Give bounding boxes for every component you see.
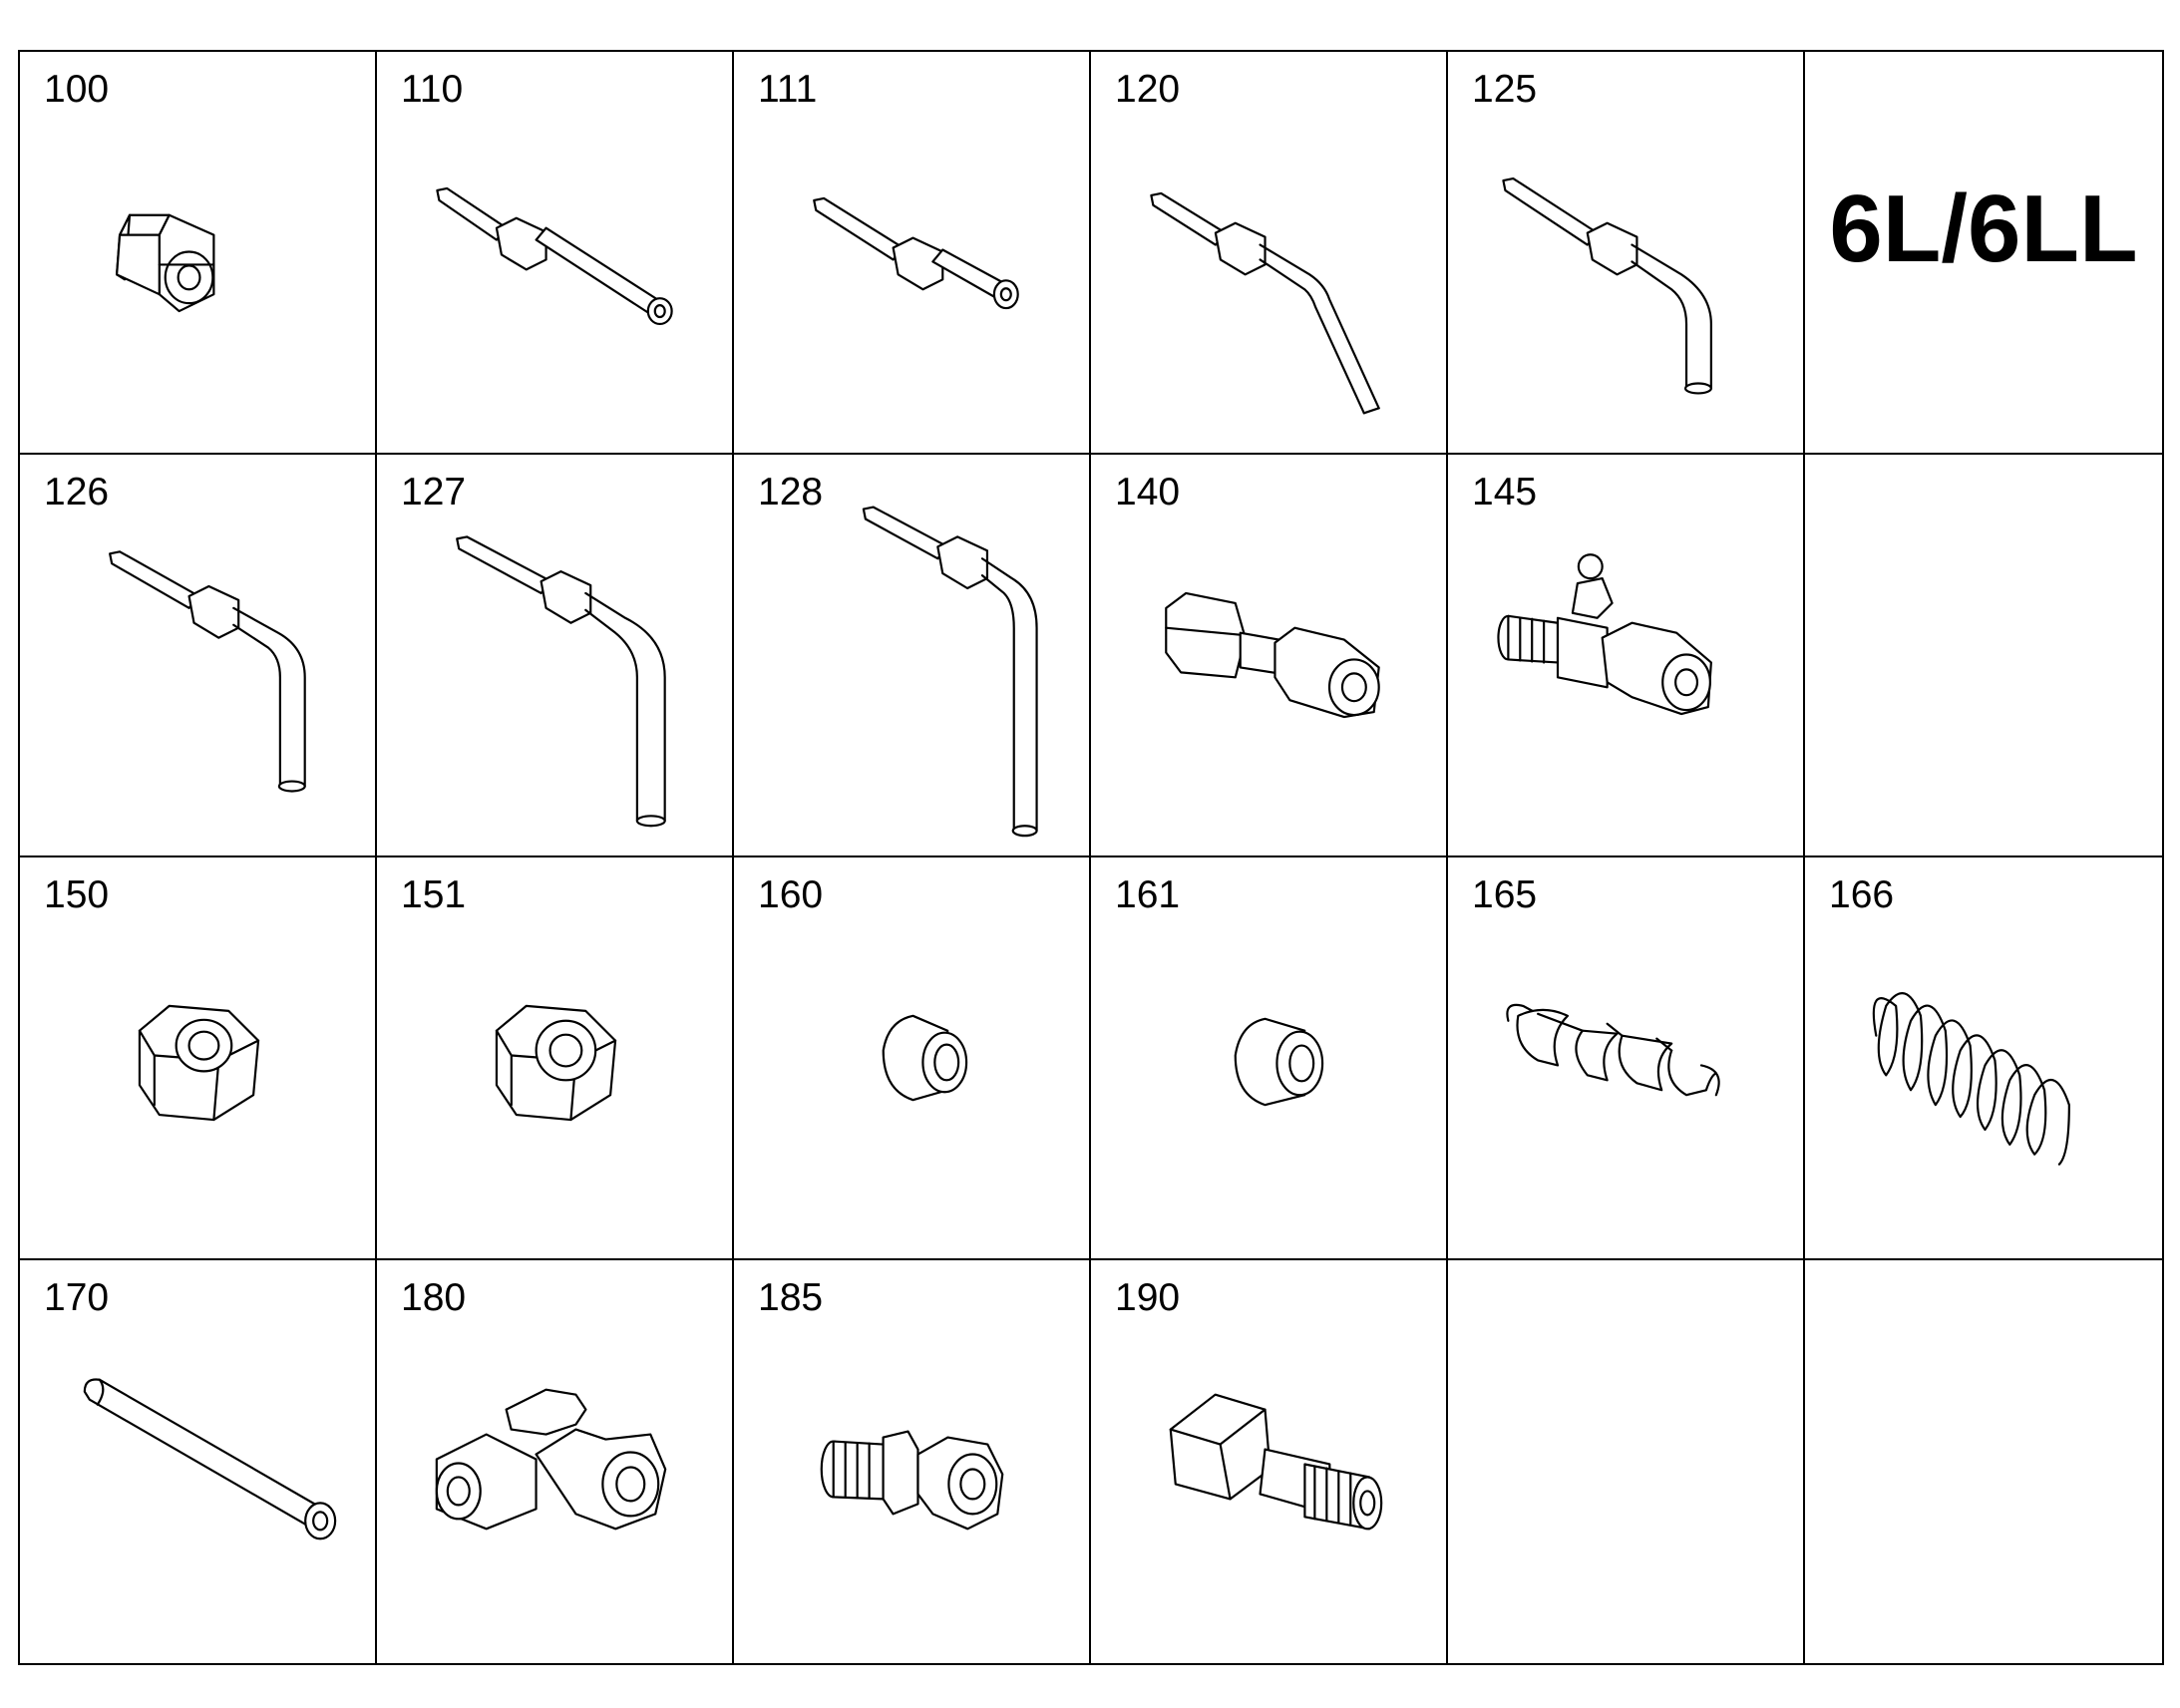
part-cell-100: 100 bbox=[20, 52, 377, 455]
short-pipe-nozzle-icon bbox=[813, 196, 1019, 310]
part-number: 100 bbox=[44, 68, 110, 111]
part-cell-185: 185 bbox=[734, 1260, 1091, 1663]
ferrule-icon bbox=[1234, 1017, 1324, 1107]
part-cell-165: 165 bbox=[1448, 857, 1805, 1260]
union-coupling-icon bbox=[1165, 591, 1380, 719]
part-number: 190 bbox=[1115, 1276, 1181, 1319]
part-cell-166: 166 bbox=[1805, 857, 2162, 1260]
part-cell-190: 190 bbox=[1091, 1260, 1448, 1663]
part-number: 170 bbox=[44, 1276, 110, 1319]
bent-pipe-nozzle-icon bbox=[1150, 191, 1380, 415]
grease-valve-icon bbox=[1497, 553, 1712, 716]
part-cell-127: 127 bbox=[377, 455, 734, 857]
elbow-pipe-icon bbox=[109, 550, 306, 793]
clip-spring-icon bbox=[1506, 1003, 1720, 1097]
empty-cell bbox=[1448, 1260, 1805, 1663]
parts-grid: 100 110 111 120 bbox=[18, 50, 2164, 1665]
part-number: 120 bbox=[1115, 68, 1181, 111]
straight-fitting-icon bbox=[116, 213, 215, 313]
part-number: 185 bbox=[758, 1276, 824, 1319]
tube-icon bbox=[83, 1378, 337, 1540]
part-number: 110 bbox=[401, 68, 464, 111]
part-number: 180 bbox=[401, 1276, 467, 1319]
part-number: 160 bbox=[758, 873, 824, 916]
part-cell-126: 126 bbox=[20, 455, 377, 857]
part-cell-111: 111 bbox=[734, 52, 1091, 455]
long-elbow-pipe-icon bbox=[456, 535, 666, 828]
diagram-title: 6L/6LL bbox=[1829, 175, 2138, 282]
part-cell-140: 140 bbox=[1091, 455, 1448, 857]
tall-elbow-pipe-icon bbox=[862, 506, 1038, 838]
part-cell-180: 180 bbox=[377, 1260, 734, 1663]
ferrule-icon bbox=[882, 1014, 968, 1102]
part-cell-125: 125 bbox=[1448, 52, 1805, 455]
hex-nut-icon bbox=[138, 1004, 260, 1122]
part-cell-120: 120 bbox=[1091, 52, 1448, 455]
part-cell-161: 161 bbox=[1091, 857, 1448, 1260]
part-cell-160: 160 bbox=[734, 857, 1091, 1260]
part-number: 140 bbox=[1115, 471, 1181, 513]
part-number: 150 bbox=[44, 873, 110, 916]
part-cell-150: 150 bbox=[20, 857, 377, 1260]
hex-nut-icon bbox=[495, 1004, 617, 1122]
part-number: 125 bbox=[1472, 68, 1538, 111]
bulkhead-fitting-icon bbox=[820, 1430, 1004, 1531]
part-number: 126 bbox=[44, 471, 110, 513]
banjo-bolt-icon bbox=[1169, 1393, 1383, 1531]
part-cell-151: 151 bbox=[377, 857, 734, 1260]
elbow-pipe-nozzle-icon bbox=[1502, 176, 1712, 395]
part-number: 165 bbox=[1472, 873, 1538, 916]
elbow-fitting-icon bbox=[435, 1388, 667, 1531]
part-number: 166 bbox=[1829, 873, 1895, 916]
part-cell-170: 170 bbox=[20, 1260, 377, 1663]
title-cell: 6L/6LL bbox=[1805, 52, 2162, 455]
part-number: 145 bbox=[1472, 471, 1538, 513]
part-cell-145: 145 bbox=[1448, 455, 1805, 857]
part-cell-110: 110 bbox=[377, 52, 734, 455]
part-number: 151 bbox=[401, 873, 467, 916]
part-number: 161 bbox=[1115, 873, 1181, 916]
straight-pipe-nozzle-icon bbox=[436, 186, 673, 326]
part-number: 127 bbox=[401, 471, 467, 513]
part-cell-128: 128 bbox=[734, 455, 1091, 857]
empty-cell bbox=[1805, 1260, 2162, 1663]
coil-spring-icon bbox=[1872, 992, 2070, 1166]
empty-cell bbox=[1805, 455, 2162, 857]
part-number: 111 bbox=[758, 68, 818, 111]
part-number: 128 bbox=[758, 471, 824, 513]
